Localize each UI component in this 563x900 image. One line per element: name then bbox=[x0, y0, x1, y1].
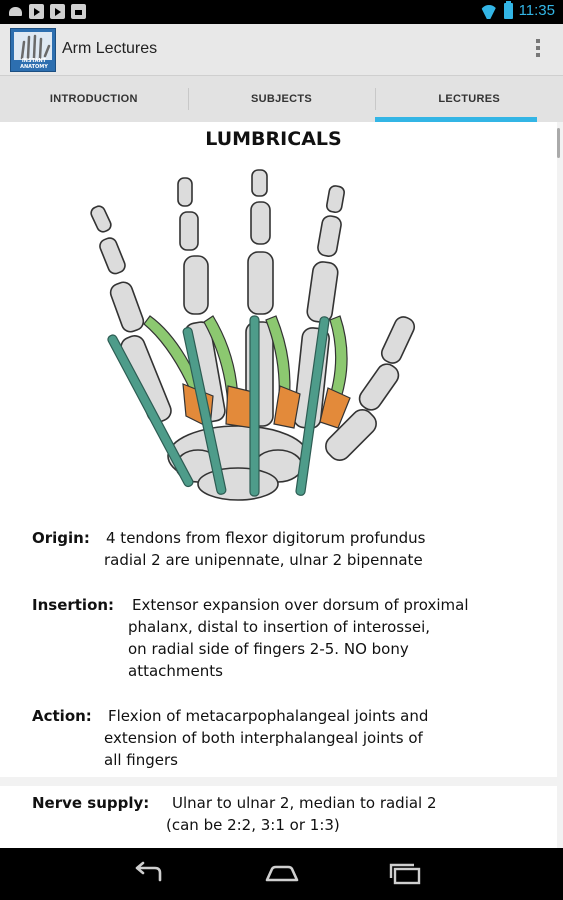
home-icon bbox=[265, 865, 299, 882]
entry-text: phalanx, distal to insertion of inteross… bbox=[128, 618, 431, 636]
lecture-content[interactable]: LUMBRICALS bbox=[0, 122, 563, 848]
recents-icon bbox=[389, 863, 421, 885]
entry-label: Action: bbox=[32, 707, 92, 725]
entry-text: on radial side of fingers 2-5. NO bony bbox=[128, 640, 409, 658]
hand-illustration bbox=[90, 169, 416, 501]
play-icon bbox=[29, 4, 44, 19]
scrollbar[interactable] bbox=[557, 128, 560, 158]
store-icon bbox=[71, 4, 86, 19]
hand-logo-icon bbox=[14, 32, 52, 60]
entry-label: Insertion: bbox=[32, 596, 115, 614]
navigation-bar bbox=[0, 848, 563, 900]
entry-text: (can be 2:2, 3:1 or 1:3) bbox=[166, 816, 340, 834]
battery-icon bbox=[503, 0, 513, 19]
entry-text: 4 tendons from flexor digitorum profundu… bbox=[106, 529, 426, 547]
recents-button[interactable] bbox=[386, 860, 426, 888]
overflow-menu-icon[interactable] bbox=[535, 39, 541, 61]
lecture-page: LUMBRICALS bbox=[0, 122, 557, 848]
app-title: Arm Lectures bbox=[62, 40, 158, 57]
wifi-icon bbox=[480, 3, 498, 19]
tab-subjects[interactable]: SUBJECTS bbox=[187, 76, 376, 122]
entry-text: extension of both interphalangeal joints… bbox=[104, 729, 423, 747]
play-icon bbox=[50, 4, 65, 19]
back-icon bbox=[135, 861, 162, 882]
entry-text: attachments bbox=[128, 662, 223, 680]
status-bar: 11:35 bbox=[0, 0, 563, 24]
page-title: LUMBRICALS bbox=[205, 128, 342, 150]
app-logo-text: INSTANT ANATOMY bbox=[20, 58, 48, 70]
app-logo[interactable]: INSTANT ANATOMY bbox=[10, 28, 56, 72]
android-icon bbox=[8, 4, 23, 19]
action-bar: INSTANT ANATOMY Arm Lectures bbox=[0, 24, 563, 76]
entry-text: Ulnar to ulnar 2, median to radial 2 bbox=[172, 794, 437, 812]
entry-text: Flexion of metacarpophalangeal joints an… bbox=[108, 707, 429, 725]
section-divider bbox=[0, 777, 557, 786]
entry-label: Origin: bbox=[32, 529, 90, 547]
notification-area bbox=[8, 4, 86, 19]
entry-text: radial 2 are unipennate, ulnar 2 bipenna… bbox=[104, 551, 423, 569]
tab-bar: INTRODUCTION SUBJECTS LECTURES bbox=[0, 76, 563, 122]
tab-lectures[interactable]: LECTURES bbox=[375, 76, 563, 122]
entry-text: all fingers bbox=[104, 751, 178, 769]
entry-label: Nerve supply: bbox=[32, 794, 150, 812]
entry-text: Extensor expansion over dorsum of proxim… bbox=[132, 596, 469, 614]
tab-introduction[interactable]: INTRODUCTION bbox=[49, 93, 138, 105]
back-button[interactable] bbox=[128, 860, 168, 888]
home-button[interactable] bbox=[262, 860, 302, 888]
system-status: 11:35 bbox=[480, 0, 555, 19]
clock: 11:35 bbox=[518, 2, 555, 19]
